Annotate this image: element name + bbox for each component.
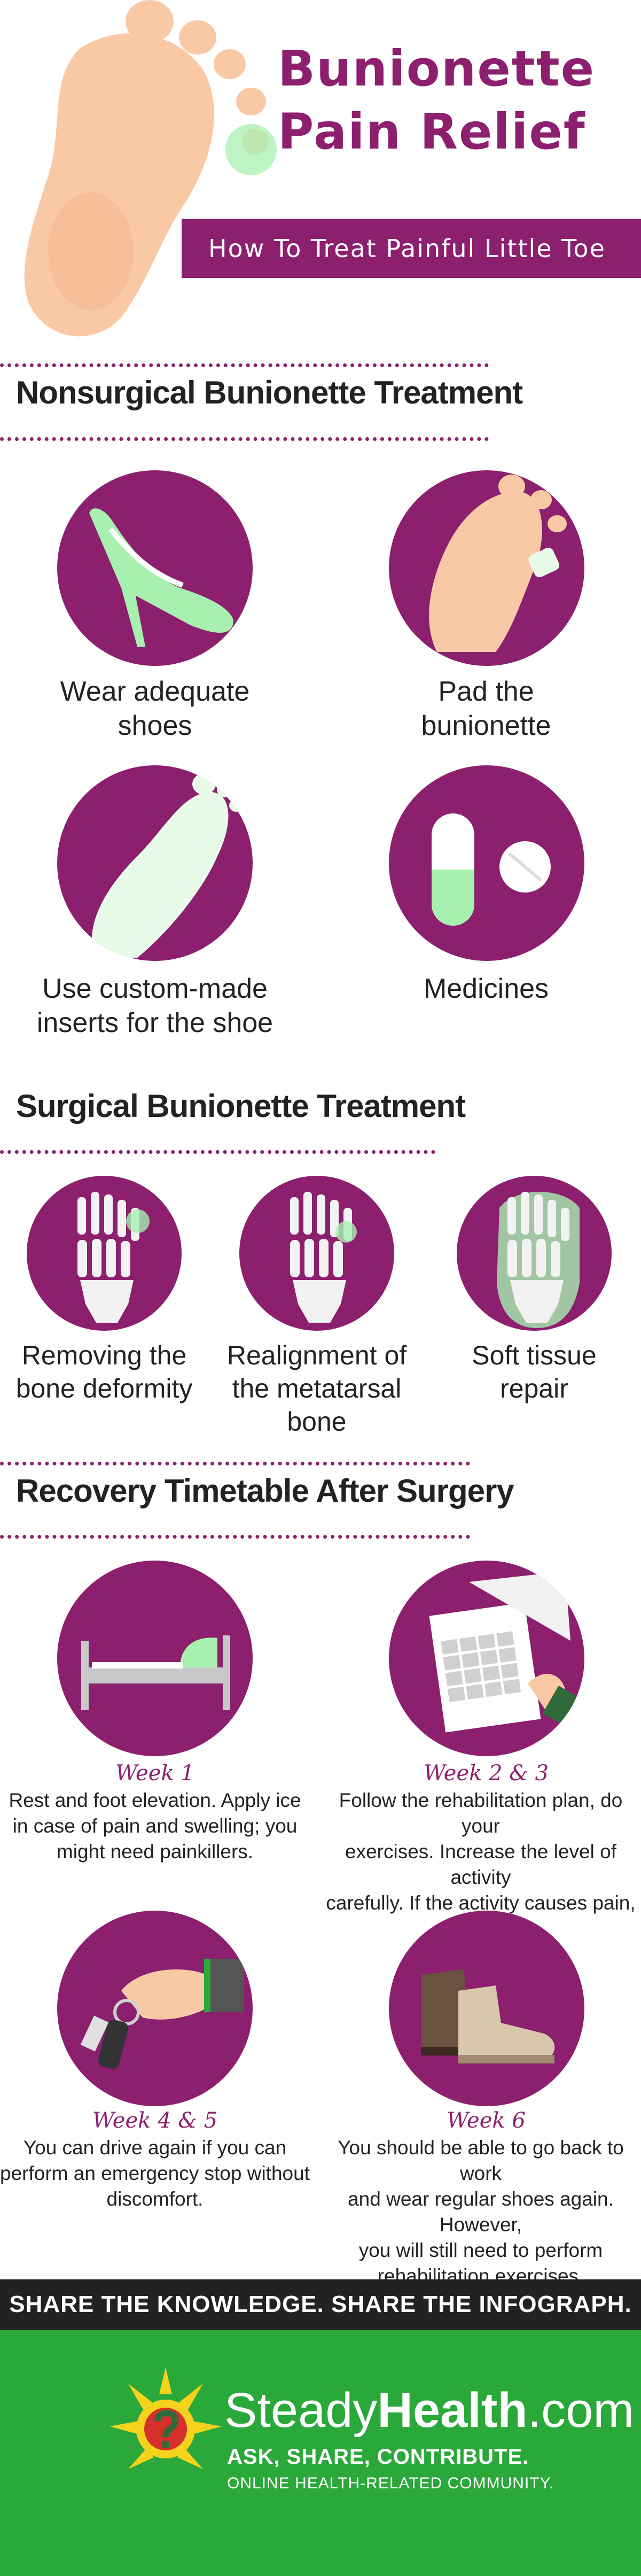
nonsurgical-circle-2	[389, 470, 584, 666]
desc-line: Follow the rehabilitation plan, do your	[339, 1789, 623, 1837]
desc-line: might need painkillers.	[56, 1841, 254, 1863]
foot-bones-icon	[77, 1192, 150, 1323]
brand-part: Health	[377, 2383, 528, 2438]
surgical-circle-2	[239, 1176, 394, 1331]
car-keys-icon	[80, 1959, 244, 2069]
pills-icon	[432, 813, 551, 926]
label-line: shoes	[118, 710, 192, 741]
share-text: SHARE THE KNOWLEDGE. SHARE THE INFOGRAPH…	[9, 2291, 632, 2317]
section-title-nonsurgical: Nonsurgical Bunionette Treatment	[16, 375, 523, 410]
share-banner: SHARE THE KNOWLEDGE. SHARE THE INFOGRAPH…	[0, 2279, 641, 2330]
surgical-label-2: Realignment of the metatarsal bone	[215, 1339, 418, 1438]
desc-line: and wear regular shoes again. However,	[348, 2188, 614, 2236]
foot-bones-tissue-icon	[497, 1192, 580, 1328]
brand-part: .com	[527, 2383, 634, 2438]
label-line: Soft tissue	[472, 1340, 597, 1370]
week-label-3: Week 4 & 5	[92, 2108, 218, 2133]
title-line-2: Pain Relief	[278, 103, 586, 160]
section-title-recovery: Recovery Timetable After Surgery	[16, 1473, 514, 1509]
week-desc-4: You should be able to go back to work an…	[320, 2135, 641, 2289]
desc-line: You can drive again if you can	[23, 2137, 287, 2159]
divider	[0, 1535, 470, 1539]
nonsurgical-circle-3	[57, 765, 253, 961]
page-title: Bunionette Pain Relief	[278, 37, 595, 164]
community-text: ONLINE HEALTH-RELATED COMMUNITY.	[227, 2474, 554, 2492]
title-line-1: Bunionette	[278, 40, 596, 97]
label-line: repair	[500, 1374, 568, 1403]
desc-line: discomfort.	[106, 2188, 204, 2210]
recovery-circle-1	[57, 1561, 253, 1756]
footer-brand-panel	[0, 2330, 641, 2576]
recovery-circle-2	[389, 1561, 584, 1756]
padded-foot-icon	[429, 475, 567, 652]
label-line: bone deformity	[15, 1374, 193, 1403]
recovery-circle-3	[57, 1911, 253, 2106]
section-title-surgical: Surgical Bunionette Treatment	[16, 1088, 466, 1124]
nonsurgical-label-4: Medicines	[353, 972, 620, 1006]
steadyhealth-logo-icon[interactable]	[107, 2362, 224, 2490]
desc-line: you will still need to perform	[358, 2239, 603, 2261]
label-line: Realignment of	[226, 1340, 407, 1370]
desc-line: in case of pain and swelling; you	[12, 1815, 298, 1837]
label-line: bunionette	[421, 710, 551, 741]
regular-shoes-icon	[421, 1969, 555, 2063]
label-line: Removing the	[21, 1340, 187, 1370]
desc-line: You should be able to go back to work	[338, 2137, 624, 2184]
brand-part: Steady	[224, 2383, 378, 2438]
week-desc-3: You can drive again if you can perform a…	[0, 2135, 310, 2212]
nonsurgical-label-3: Use custom-made inserts for the shoe	[11, 972, 299, 1040]
label-line: bone	[287, 1407, 347, 1437]
desc-line: exercises. Increase the level of activit…	[345, 1841, 616, 1888]
bed-with-elevated-foot-icon	[81, 1635, 230, 1710]
surgical-circle-1	[27, 1176, 182, 1331]
divider	[0, 363, 489, 367]
surgical-label-3: Soft tissue repair	[433, 1339, 636, 1405]
label-line: Wear adequate	[60, 676, 250, 707]
week-label-2: Week 2 & 3	[423, 1761, 549, 1786]
label-line: Medicines	[423, 973, 549, 1004]
divider	[0, 437, 489, 441]
subtitle: How To Treat Painful Little Toe	[208, 234, 606, 263]
label-line: Use custom-made	[42, 973, 268, 1004]
high-heel-shoe-icon	[89, 508, 233, 647]
desc-line: carefully. If the activity causes pain,	[326, 1892, 636, 1914]
recovery-circle-4	[389, 1911, 584, 2106]
nonsurgical-label-1: Wear adequate shoes	[21, 674, 288, 743]
nonsurgical-circle-1	[57, 470, 253, 666]
calendar-icon	[429, 1571, 582, 1733]
divider	[0, 1462, 470, 1465]
week-desc-2: Follow the rehabilitation plan, do your …	[320, 1788, 641, 1942]
label-line: inserts for the shoe	[36, 1007, 273, 1038]
tagline: ASK, SHARE, CONTRIBUTE.	[227, 2445, 529, 2469]
surgical-circle-3	[457, 1176, 612, 1331]
desc-line: perform an emergency stop without	[0, 2162, 310, 2184]
nonsurgical-circle-4	[389, 765, 584, 961]
nonsurgical-label-2: Pad the bunionette	[353, 674, 620, 743]
desc-line: Rest and foot elevation. Apply ice	[9, 1789, 301, 1811]
label-line: Pad the	[438, 676, 534, 707]
week-label-1: Week 1	[115, 1761, 194, 1786]
label-line: the metatarsal	[232, 1374, 402, 1403]
shoe-insert-icon	[91, 773, 243, 958]
subtitle-banner: How To Treat Painful Little Toe	[182, 219, 641, 278]
brand-name[interactable]: SteadyHealth.com	[224, 2384, 634, 2437]
week-label-4: Week 6	[447, 2108, 526, 2133]
header-foot-illustration	[0, 0, 278, 347]
surgical-label-1: Removing the bone deformity	[3, 1339, 206, 1405]
divider	[0, 1150, 435, 1154]
week-desc-1: Rest and foot elevation. Apply ice in ca…	[0, 1788, 310, 1865]
foot-bones-icon	[290, 1192, 357, 1323]
